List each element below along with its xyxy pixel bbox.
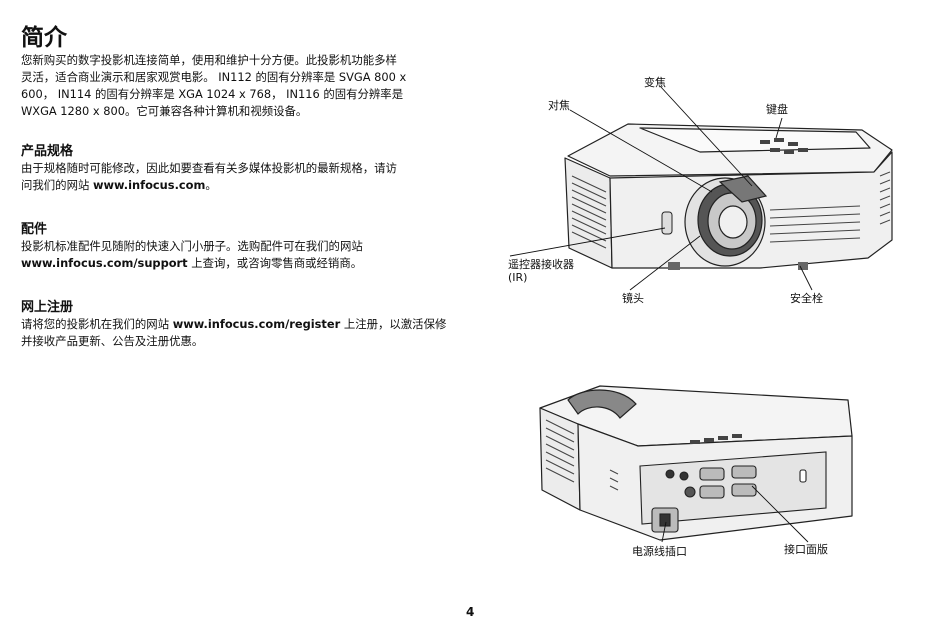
zoom-label: 变焦 [644,76,666,89]
accessories-line-2-suffix: 上查询，或咨询零售商或经销商。 [187,256,363,270]
security-lock-label: 安全栓 [790,292,823,305]
lens-assembly [684,175,768,267]
intro-line-3: 600， IN114 的固有分辨率是 XGA 1024 x 768， IN116… [21,87,404,101]
connector-panel-label: 接口面版 [784,543,828,556]
accessories-support-link[interactable]: www.infocus.com/support [21,256,188,270]
registration-heading: 网上注册 [21,300,74,315]
registration-register-link[interactable]: www.infocus.com/register [172,317,341,331]
lens-label: 镜头 [622,292,644,305]
ir-receiver-label: 遥控器接收器 (IR) [508,258,574,284]
keypad-shape [760,138,808,154]
specs-heading: 产品规格 [21,144,74,159]
page-number: 4 [466,605,475,619]
power-cord-label: 电源线插口 [632,545,687,558]
accessories-heading: 配件 [21,222,48,237]
specs-line-2-suffix: 。 [205,178,217,192]
intro-line-4: WXGA 1280 x 800。它可兼容各种计算机和视频设备。 [21,104,308,118]
specs-paragraph: 由于规格随时可能修改，因此如要查看有关多媒体投影机的最新规格，请访 问我们的网站… [21,160,461,194]
power-socket-shape [651,507,679,533]
registration-line-1-suffix: 上注册，以激活保修 [340,317,447,331]
ir-receiver-label-line-2: (IR) [508,271,528,284]
accessories-paragraph: 投影机标准配件见随附的快速入门小册子。选购配件可在我们的网站 www.infoc… [21,238,461,272]
intro-line-2: 灵活，适合商业演示和居家观赏电影。 IN112 的固有分辨率是 SVGA 800… [21,70,407,84]
front-vent-grille [571,175,607,249]
specs-line-1: 由于规格随时可能修改，因此如要查看有关多媒体投影机的最新规格，请访 [21,161,397,175]
intro-line-1: 您新购买的数字投影机连接简单，使用和维护十分方便。此投影机功能多样 [21,53,397,67]
specs-website-link[interactable]: www.infocus.com [92,178,206,192]
connector-panel-shape [639,451,827,525]
page-title: 简介 [21,25,67,51]
side-vent-grille [769,171,891,243]
registration-line-2: 并接收产品更新、公告及注册优惠。 [21,334,204,348]
intro-paragraph: 您新购买的数字投影机连接简单，使用和维护十分方便。此投影机功能多样 灵活，适合商… [21,52,461,120]
registration-paragraph: 请将您的投影机在我们的网站 www.infocus.com/register 上… [21,316,461,350]
ir-receiver-label-line-1: 遥控器接收器 [508,258,574,271]
specs-line-2-prefix: 问我们的网站 [21,178,93,192]
accessories-line-1: 投影机标准配件见随附的快速入门小册子。选购配件可在我们的网站 [21,239,363,253]
keypad-label: 键盘 [766,103,788,116]
registration-line-1-prefix: 请将您的投影机在我们的网站 [21,317,173,331]
focus-label: 对焦 [548,99,570,112]
